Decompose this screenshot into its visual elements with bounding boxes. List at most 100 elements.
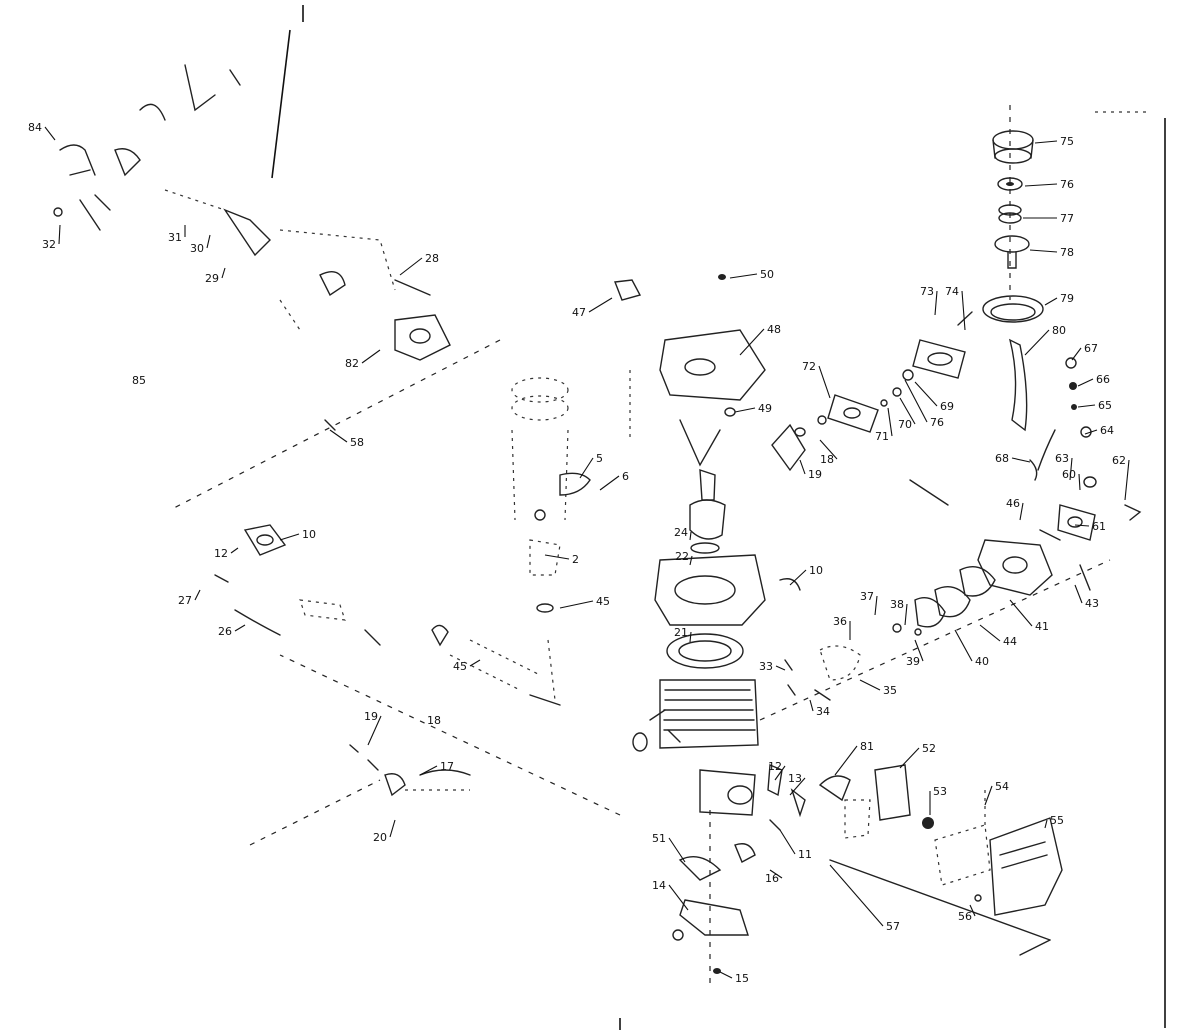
callout-leader-47: [588, 297, 613, 313]
callout-label-74: 74: [945, 285, 959, 298]
callout-leader-37: [874, 595, 878, 616]
callout-label-34: 34: [816, 705, 830, 718]
callout-label-6: 6: [622, 470, 629, 483]
callout-label-37: 37: [860, 590, 874, 603]
callout-leader-48: [739, 328, 765, 356]
callout-leader-74: [961, 290, 966, 331]
callout-leader-56: [969, 904, 976, 917]
callout-label-82: 82: [345, 357, 359, 370]
callout-leader-71: [887, 407, 893, 437]
callout-label-35: 35: [883, 684, 897, 697]
callout-label-68: 68: [995, 452, 1009, 465]
callout-leader-12: [774, 765, 786, 781]
callout-label-51: 51: [652, 832, 666, 845]
part-group-engine-block: [632, 469, 766, 816]
callout-label-16: 16: [765, 872, 779, 885]
callout-label-38: 38: [890, 598, 904, 611]
part-group-upper-left: [53, 64, 451, 361]
callout-label-15: 15: [735, 972, 749, 985]
callout-leader-51: [668, 837, 686, 863]
callout-leader-30: [206, 234, 211, 249]
callout-label-22: 22: [675, 550, 689, 563]
part-group-misc: [649, 479, 949, 721]
callout-leader-20: [389, 819, 396, 838]
callout-label-62: 62: [1112, 454, 1126, 467]
callout-label-32: 32: [42, 238, 56, 251]
callout-label-41: 41: [1035, 620, 1049, 633]
callout-label-47: 47: [572, 306, 586, 319]
callout-leader-18: [819, 439, 838, 460]
callout-label-2: 2: [572, 553, 579, 566]
callout-leader-50: [729, 273, 758, 279]
callout-leader-29: [221, 267, 226, 279]
callout-label-40: 40: [975, 655, 989, 668]
callout-label-49: 49: [758, 402, 772, 415]
callout-leader-44: [979, 624, 1001, 642]
callout-label-69: 69: [940, 400, 954, 413]
callout-leader-46: [1019, 502, 1024, 521]
callout-label-53: 53: [933, 785, 947, 798]
callout-leader-55: [1044, 819, 1048, 829]
part-group-right-fasteners: [1029, 357, 1142, 541]
callout-leader-57: [829, 864, 884, 927]
callout-label-24: 24: [674, 526, 688, 539]
callout-leader-19: [799, 459, 806, 475]
callout-leader-28: [399, 257, 423, 276]
callout-label-44: 44: [1003, 635, 1017, 648]
callout-leader-10: [279, 533, 300, 541]
callout-label-56: 56: [958, 910, 972, 923]
callout-leader-26: [234, 624, 246, 632]
callout-label-64: 64: [1100, 424, 1114, 437]
callout-label-80: 80: [1052, 324, 1066, 337]
assembly-axis-lower-left: [279, 654, 621, 816]
callout-leader-79: [1044, 297, 1058, 306]
assembly-axis-upper-left: [169, 339, 501, 511]
part-group-pulley-stack: [982, 130, 1044, 323]
callout-leader-64: [1084, 429, 1098, 435]
callout-leader-82: [361, 349, 381, 364]
callout-leader-73: [934, 290, 938, 316]
callout-leader-60: [1078, 473, 1081, 491]
callout-leader-78: [1029, 249, 1058, 253]
part-group-piston: [511, 370, 631, 701]
callout-leader-70: [899, 397, 916, 425]
callout-label-5: 5: [596, 452, 603, 465]
callout-label-21: 21: [674, 626, 688, 639]
callout-leader-58: [329, 429, 348, 443]
callout-label-58: 58: [350, 436, 364, 449]
callout-leader-32: [58, 224, 61, 245]
callout-leader-62: [1124, 459, 1130, 501]
callout-label-46: 46: [1006, 497, 1020, 510]
callout-leader-76: [904, 379, 928, 423]
callout-label-66: 66: [1096, 373, 1110, 386]
callout-label-45: 45: [453, 660, 467, 673]
callout-label-71: 71: [875, 430, 889, 443]
callout-leader-38: [904, 603, 908, 626]
callout-leader-10: [789, 569, 807, 586]
callout-label-78: 78: [1060, 246, 1074, 259]
callout-leader-67: [1071, 347, 1082, 361]
callout-label-52: 52: [922, 742, 936, 755]
part-shaft-81: [1008, 338, 1028, 432]
callout-leader-22: [689, 555, 693, 566]
callout-leader-12: [230, 547, 239, 554]
callout-leader-5: [579, 457, 594, 479]
part-group-lower-center: [672, 763, 806, 974]
callout-leader-11: [779, 829, 796, 855]
assembly-axis-linkage: [249, 779, 381, 846]
callout-label-31: 31: [168, 231, 182, 244]
callout-label-18: 18: [820, 453, 834, 466]
callout-leader-15: [719, 971, 733, 979]
part-group-cover: [771, 311, 973, 472]
callout-leader-43: [1074, 584, 1083, 604]
callout-label-60: 60: [1062, 468, 1076, 481]
callout-leader-41: [1009, 599, 1033, 627]
callout-label-61: 61: [1092, 520, 1106, 533]
part-group-cylinder-head: [614, 274, 766, 467]
callout-leader-54: [984, 785, 993, 806]
callout-label-20: 20: [373, 831, 387, 844]
callout-leader-14: [668, 884, 689, 911]
